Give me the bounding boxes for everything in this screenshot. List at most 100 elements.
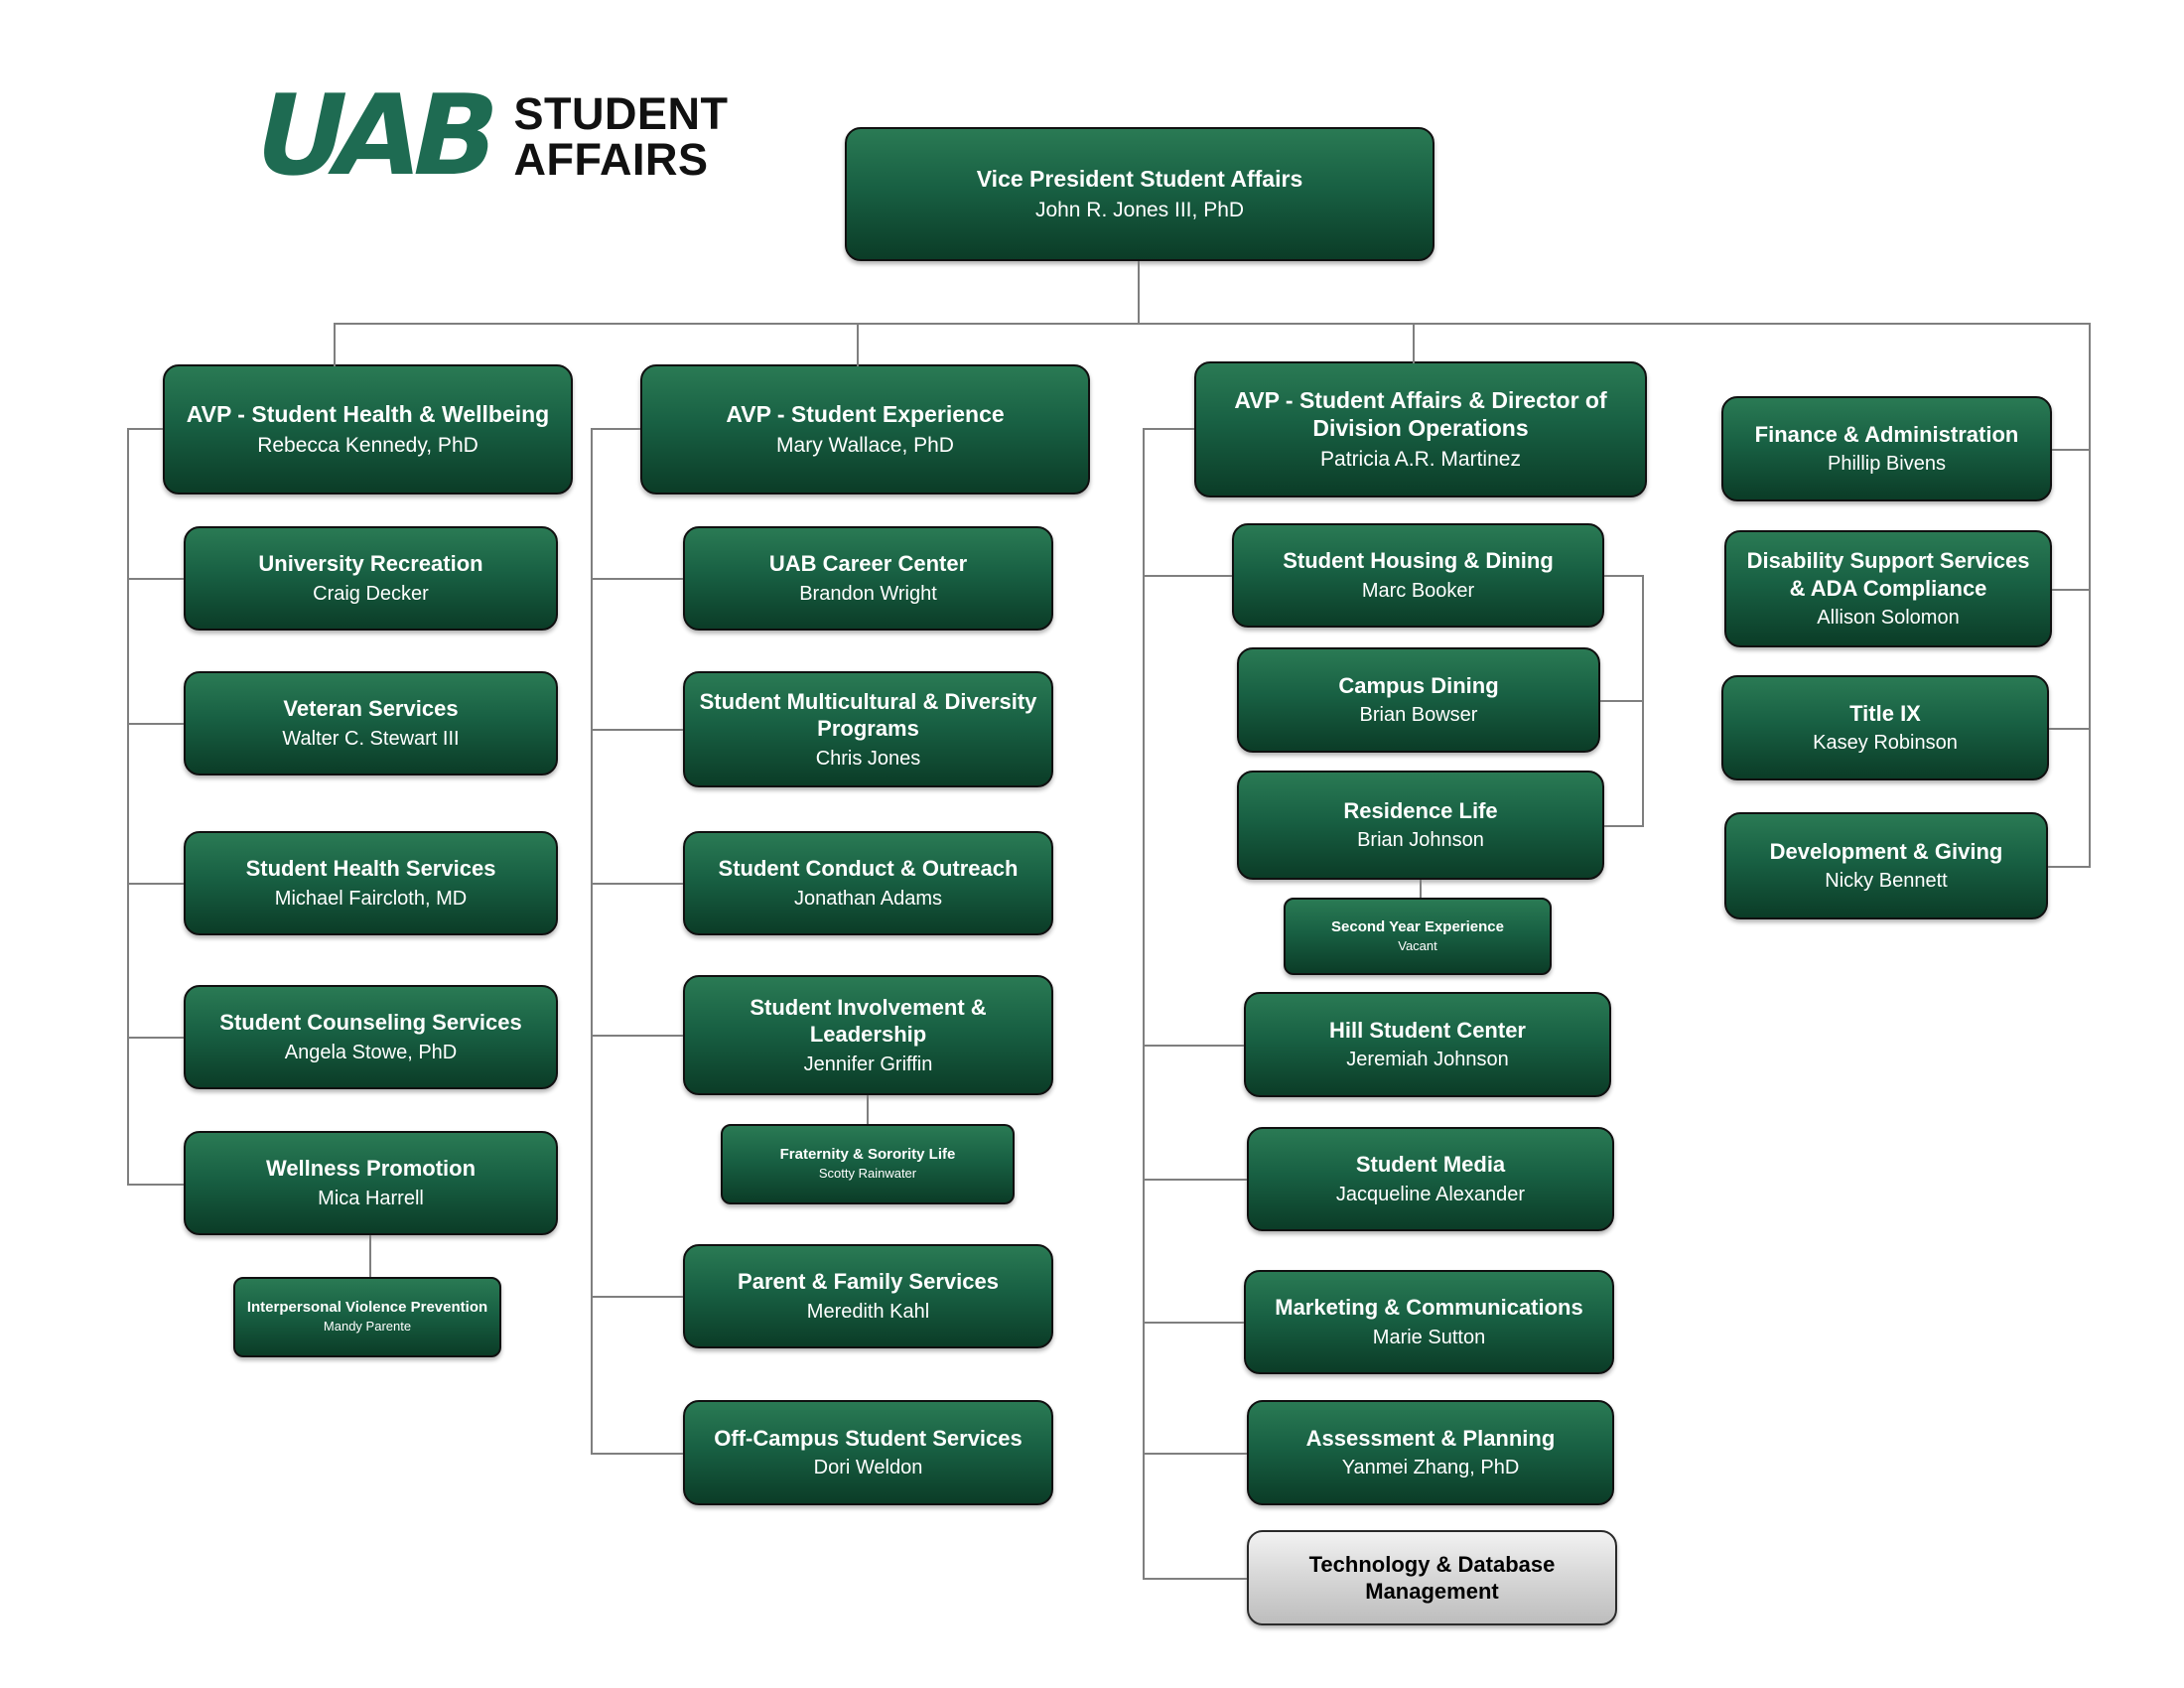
logo-word-affairs: AFFAIRS [513, 134, 709, 186]
connector-line [334, 323, 336, 366]
node-student-involvement-leadership: Student Involvement & Leadership Jennife… [683, 975, 1053, 1095]
connector-line [1642, 575, 1644, 827]
node-person: John R. Jones III, PhD [1034, 198, 1245, 221]
node-title: Student Media [1355, 1152, 1506, 1178]
connector-line [591, 1453, 683, 1455]
node-person: Dori Weldon [813, 1457, 923, 1479]
node-wellness-promotion: Wellness Promotion Mica Harrell [184, 1131, 558, 1235]
node-person: Jennifer Griffin [803, 1053, 933, 1075]
node-hill-student-center: Hill Student Center Jeremiah Johnson [1244, 992, 1611, 1097]
node-person: Yanmei Zhang, PhD [1341, 1457, 1520, 1479]
node-title: Vice President Student Affairs [976, 165, 1303, 192]
node-title-ix: Title IX Kasey Robinson [1721, 675, 2049, 780]
node-title: Technology & Database Management [1308, 1551, 1556, 1605]
node-person: Brandon Wright [799, 582, 937, 605]
node-person: Brian Johnson [1357, 829, 1484, 852]
node-student-media: Student Media Jacqueline Alexander [1247, 1127, 1614, 1231]
connector-line [369, 1235, 371, 1277]
node-title: Parent & Family Services [738, 1269, 999, 1295]
connector-line [591, 1296, 683, 1298]
node-title: AVP - Student Affairs & Director of Divi… [1234, 386, 1607, 442]
connector-line [2048, 866, 2090, 868]
connector-line [127, 428, 163, 430]
connector-line [127, 883, 184, 885]
node-title: Student Health Services [245, 856, 496, 882]
connector-line [1143, 1045, 1244, 1047]
connector-line [2089, 323, 2091, 868]
connector-line [1138, 261, 1140, 323]
node-title: Interpersonal Violence Prevention [246, 1299, 488, 1317]
node-person: Mica Harrell [318, 1187, 424, 1209]
node-assessment-planning: Assessment & Planning Yanmei Zhang, PhD [1247, 1400, 1614, 1505]
connector-line [591, 883, 683, 885]
connector-line [335, 323, 2091, 325]
node-person: Walter C. Stewart III [282, 727, 460, 750]
connector-line [1604, 575, 1643, 577]
node-person: Craig Decker [313, 582, 429, 605]
node-student-counseling-services: Student Counseling Services Angela Stowe… [184, 985, 558, 1089]
node-university-recreation: University Recreation Craig Decker [184, 526, 558, 631]
node-person: Marc Booker [1361, 579, 1475, 602]
connector-line [867, 1095, 869, 1124]
node-title: Student Housing & Dining [1283, 548, 1554, 574]
node-person: Marie Sutton [1372, 1326, 1486, 1348]
connector-line [1604, 825, 1643, 827]
node-marketing-communications: Marketing & Communications Marie Sutton [1244, 1270, 1614, 1374]
node-student-multicultural-diversity-programs: Student Multicultural & Diversity Progra… [683, 671, 1053, 787]
connector-line [2052, 589, 2090, 591]
node-veteran-services: Veteran Services Walter C. Stewart III [184, 671, 558, 775]
connector-line [1420, 880, 1422, 898]
connector-line [1143, 428, 1145, 1580]
node-title: Veteran Services [283, 696, 459, 722]
node-title: Student Multicultural & Diversity Progra… [699, 688, 1037, 742]
uab-logo-mark: UAB [242, 71, 504, 202]
node-title: Second Year Experience [1331, 917, 1504, 935]
node-title: University Recreation [258, 551, 483, 577]
node-fraternity-sorority-life: Fraternity & Sorority Life Scotty Rainwa… [721, 1124, 1015, 1204]
node-student-health-services: Student Health Services Michael Fairclot… [184, 831, 558, 935]
node-person: Kasey Robinson [1813, 732, 1958, 755]
node-person: Angela Stowe, PhD [284, 1041, 458, 1063]
connector-line [1143, 1322, 1244, 1324]
node-campus-dining: Campus Dining Brian Bowser [1237, 647, 1600, 753]
connector-line [1413, 323, 1415, 363]
node-title: Campus Dining [1338, 672, 1499, 698]
connector-line [1143, 1179, 1247, 1181]
connector-line [591, 578, 683, 580]
node-person: Jacqueline Alexander [1335, 1183, 1526, 1205]
node-person: Patricia A.R. Martinez [1320, 448, 1521, 472]
connector-line [1600, 700, 1643, 702]
node-title: UAB Career Center [768, 551, 968, 577]
node-avp-student-health-wellbeing: AVP - Student Health & Wellbeing Rebecca… [163, 364, 573, 494]
connector-line [1143, 575, 1232, 577]
node-title: Student Counseling Services [219, 1010, 522, 1036]
node-title: Fraternity & Sorority Life [779, 1146, 956, 1164]
node-person: Mary Wallace, PhD [776, 433, 954, 457]
node-development-giving: Development & Giving Nicky Bennett [1724, 812, 2048, 919]
node-off-campus-student-services: Off-Campus Student Services Dori Weldon [683, 1400, 1053, 1505]
node-second-year-experience: Second Year Experience Vacant [1284, 898, 1552, 975]
connector-line [2049, 728, 2090, 730]
node-parent-family-services: Parent & Family Services Meredith Kahl [683, 1244, 1053, 1348]
node-title: Finance & Administration [1754, 421, 2019, 447]
node-person: Jeremiah Johnson [1346, 1049, 1509, 1071]
node-student-housing-dining: Student Housing & Dining Marc Booker [1232, 523, 1604, 628]
node-residence-life: Residence Life Brian Johnson [1237, 771, 1604, 880]
node-avp-division-operations: AVP - Student Affairs & Director of Divi… [1194, 361, 1647, 497]
connector-line [1143, 1453, 1247, 1455]
connector-line [591, 428, 640, 430]
node-title: Student Involvement & Leadership [750, 994, 987, 1048]
node-person: Rebecca Kennedy, PhD [257, 433, 478, 457]
node-technology-database-management: Technology & Database Management [1247, 1530, 1617, 1625]
connector-line [2052, 449, 2090, 451]
node-person: Mandy Parente [323, 1319, 412, 1335]
node-student-conduct-outreach: Student Conduct & Outreach Jonathan Adam… [683, 831, 1053, 935]
node-title: Off-Campus Student Services [714, 1425, 1023, 1451]
connector-line [1143, 1578, 1247, 1580]
node-title: AVP - Student Experience [726, 400, 1005, 427]
node-person: Meredith Kahl [806, 1300, 930, 1323]
connector-line [1143, 428, 1194, 430]
node-person: Nicky Bennett [1825, 870, 1948, 893]
node-person: Brian Bowser [1359, 704, 1478, 727]
logo-word-student: STUDENT [513, 88, 729, 139]
